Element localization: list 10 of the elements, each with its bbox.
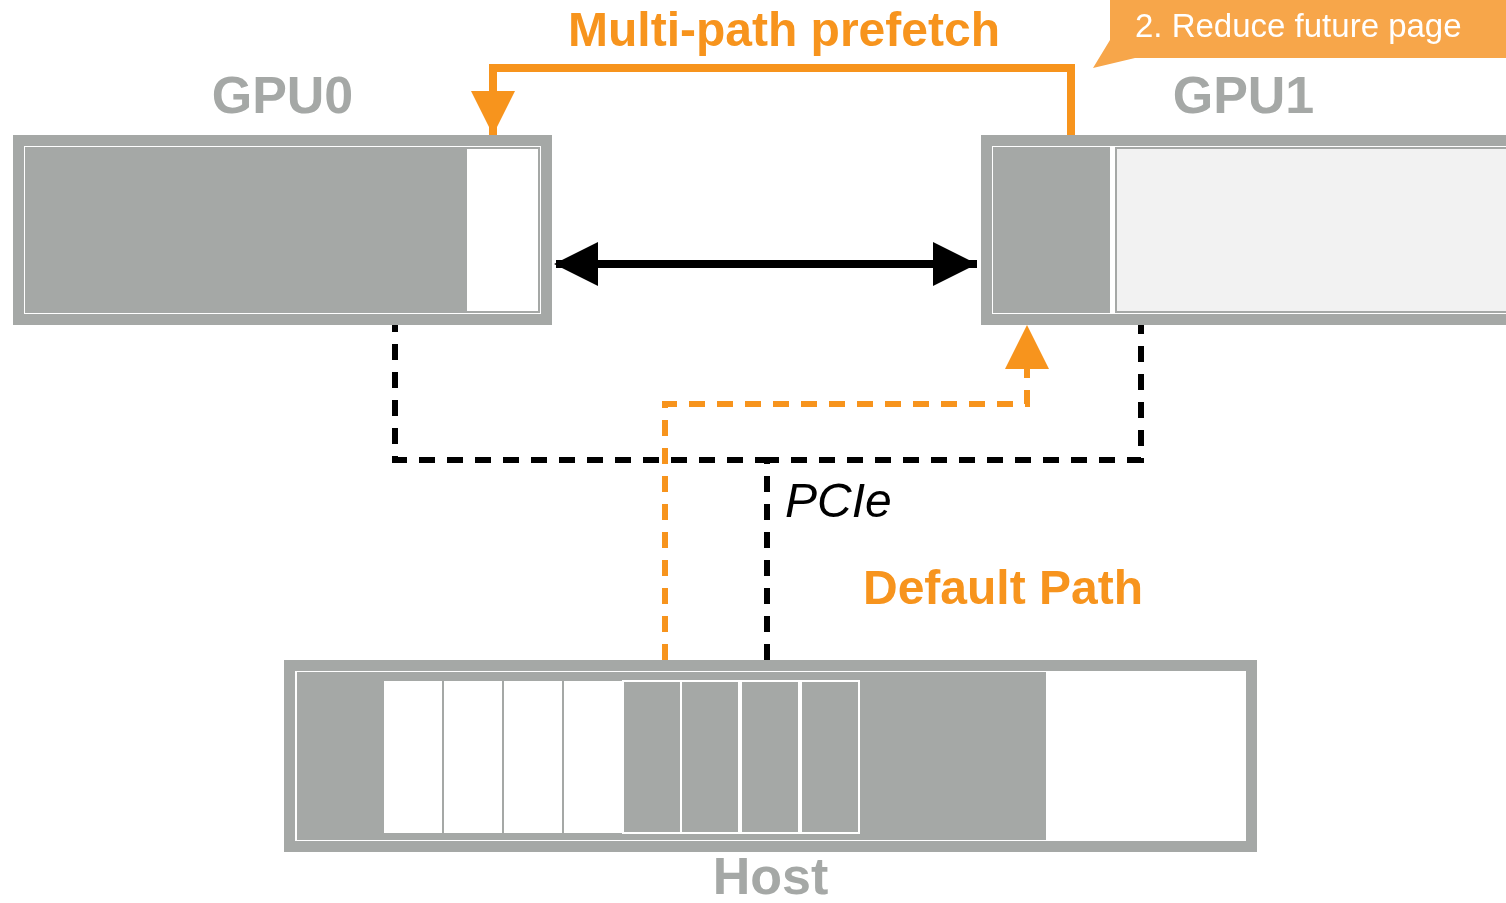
edge-label: PCIe — [785, 473, 892, 529]
callout-text: 2. Reduce future page — [1135, 6, 1462, 46]
edge-label: Multi-path prefetch — [568, 2, 1000, 58]
callout-banner — [1093, 0, 1506, 70]
memory-label: GPU1 — [1171, 65, 1316, 125]
memory-label: GPU0 — [210, 65, 355, 125]
edge-label: Default Path — [863, 560, 1144, 616]
connector-arrow — [471, 64, 1075, 135]
memory-label: Host — [711, 846, 830, 903]
dashed-connector — [662, 325, 1049, 660]
